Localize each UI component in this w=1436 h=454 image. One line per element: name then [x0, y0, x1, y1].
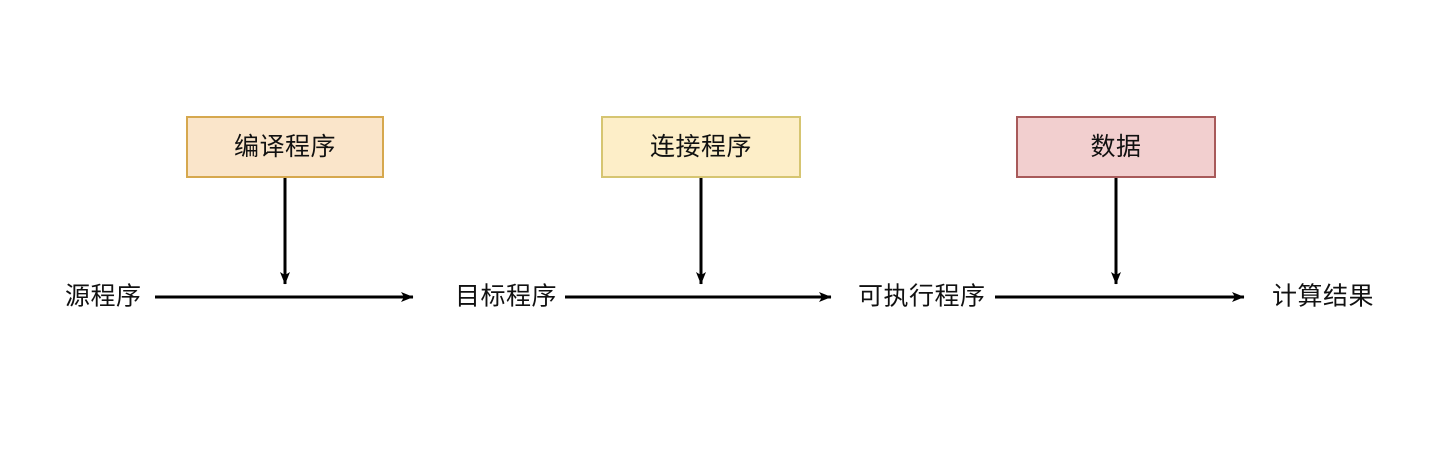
node-box-compiler[interactable]: 编译程序 [186, 116, 384, 178]
node-box-compiler-label: 编译程序 [233, 132, 336, 161]
vertical-arrow-group [280, 178, 1121, 285]
stage-label-executable: 可执行程序 [858, 282, 986, 311]
node-box-linker-label: 连接程序 [649, 132, 752, 161]
stage-label-source: 源程序 [65, 282, 142, 311]
stage-label-target: 目标程序 [455, 282, 558, 311]
node-box-linker[interactable]: 连接程序 [601, 116, 801, 178]
node-box-data-label: 数据 [1090, 132, 1142, 161]
node-box-data[interactable]: 数据 [1016, 116, 1216, 178]
stage-label-result: 计算结果 [1272, 282, 1375, 311]
